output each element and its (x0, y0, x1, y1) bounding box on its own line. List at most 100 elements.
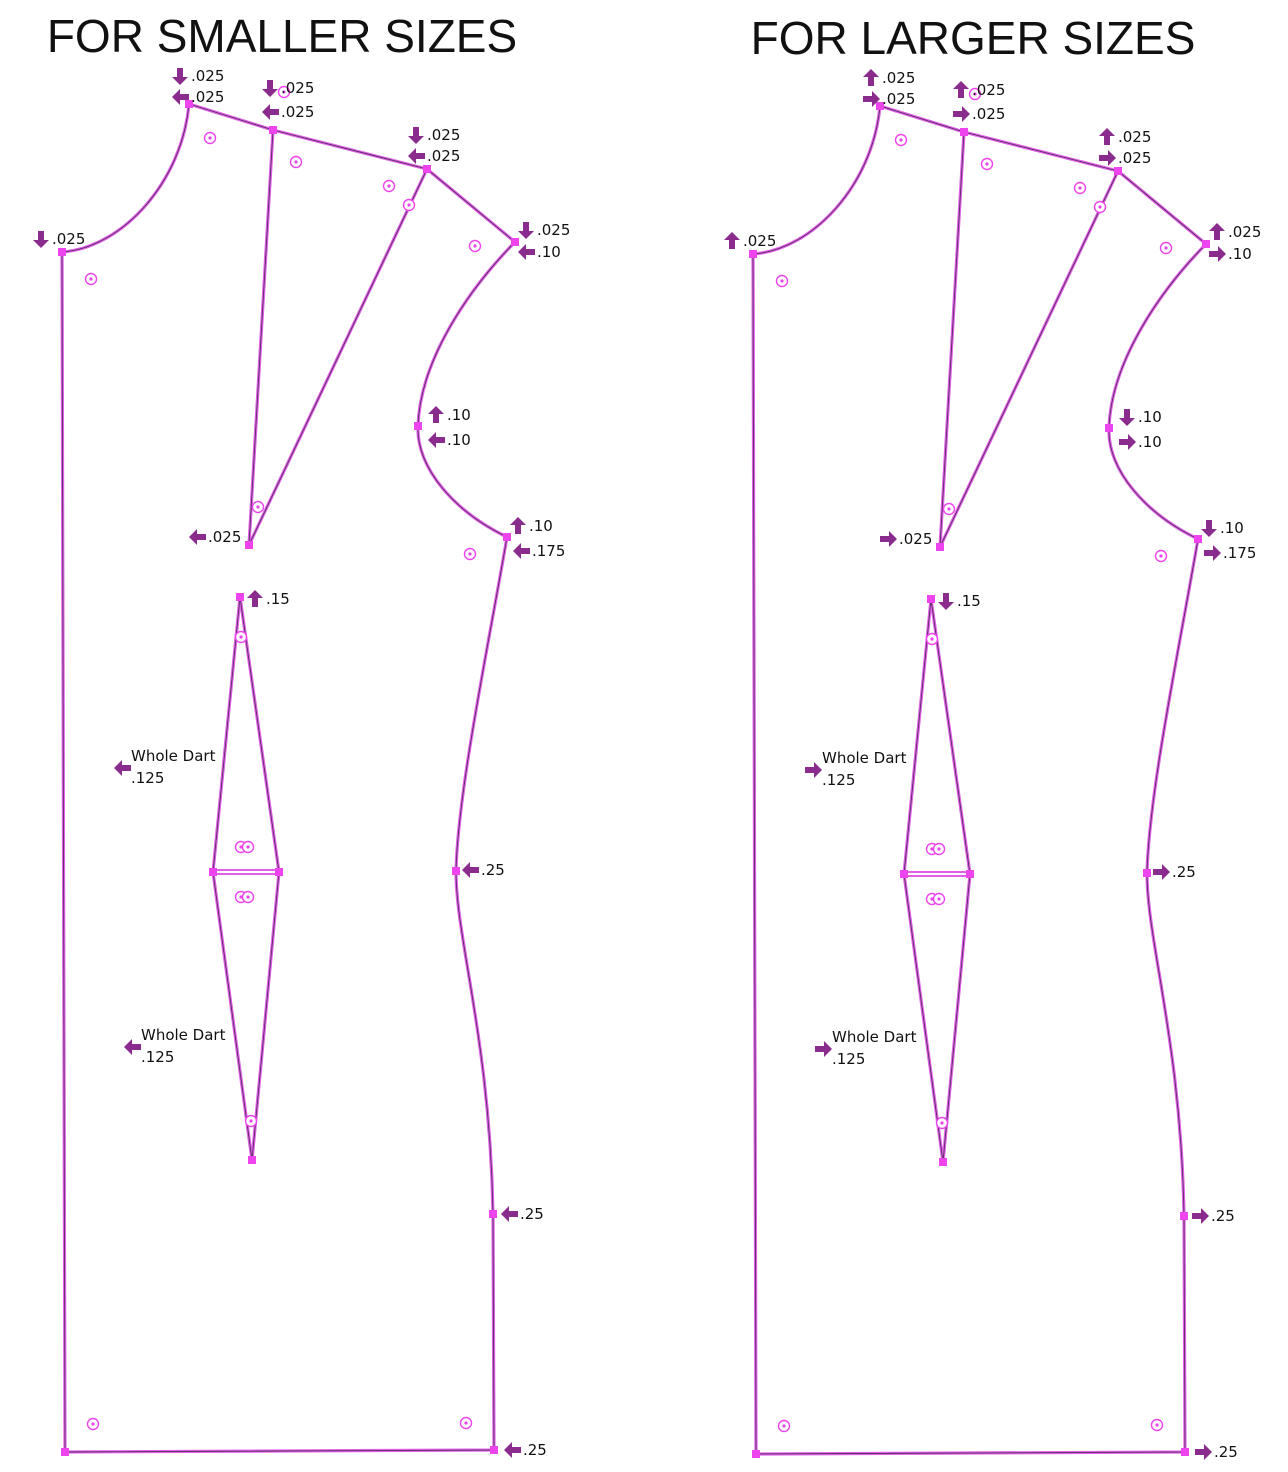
grade-label-hem: .25 (1195, 1443, 1238, 1461)
arrow-down-icon (262, 80, 278, 97)
grade-value: .025 (281, 79, 314, 97)
grade-value: .025 (427, 147, 460, 165)
grade-value: .175 (532, 542, 565, 560)
grade-label-shoulder-tip-v: .025 (1209, 223, 1261, 241)
dart-note-lower-dart: Whole Dart .125 (124, 1026, 226, 1066)
grade-value: .025 (537, 221, 570, 239)
grade-label-armhole-mid-h: .10 (1119, 433, 1162, 451)
waist-dart-inner (903, 598, 971, 1163)
marker-dot (239, 635, 243, 639)
grade-point (1181, 1448, 1189, 1456)
dart-note-title: Whole Dart (131, 747, 216, 765)
grade-label-hem: .25 (504, 1441, 547, 1459)
marker-dot (239, 845, 243, 849)
bodice-outline-inner (61, 103, 516, 1453)
grade-value: .10 (447, 406, 471, 424)
arrow-left-icon (114, 760, 131, 776)
marker-dot (387, 184, 391, 188)
arrow-up-icon (863, 69, 879, 86)
grade-value: .15 (957, 592, 981, 610)
grade-label-underarm-h: .175 (1204, 544, 1256, 562)
grade-value: .25 (1211, 1207, 1235, 1225)
grade-point (58, 248, 66, 256)
grade-label-dart-top-h: .025 (262, 103, 314, 121)
marker-dot (239, 895, 243, 899)
arrow-left-icon (262, 104, 279, 120)
bodice-outline-inner (752, 105, 1207, 1455)
marker-dot (937, 847, 941, 851)
grade-label-waist: .25 (1153, 863, 1196, 881)
grade-label-waist-dart-top: .15 (938, 592, 981, 610)
grade-label-dart-top-h: .025 (953, 105, 1005, 123)
arrow-down-icon (1201, 520, 1217, 537)
grade-value: .25 (1214, 1443, 1238, 1461)
marker-dot (899, 138, 903, 142)
grade-label-underarm-h: .175 (513, 542, 565, 560)
grade-value: .25 (481, 861, 505, 879)
grade-label-armhole-mid-v: .10 (428, 406, 471, 424)
arrow-right-icon (815, 1041, 832, 1057)
grade-point (423, 165, 431, 173)
waist-dart (211, 595, 281, 1162)
marker-dot (473, 244, 477, 248)
grade-point (1202, 240, 1210, 248)
arrow-right-icon (863, 91, 880, 107)
marker-dot (1159, 554, 1163, 558)
marker-dot (937, 897, 941, 901)
marker-dot (464, 1421, 468, 1425)
grade-point (248, 1156, 256, 1164)
grade-value: .025 (1228, 223, 1261, 241)
grade-label-center-front-neck: .025 (33, 230, 85, 248)
arrow-right-icon (953, 106, 970, 122)
grade-value: .025 (899, 530, 932, 548)
marker-dot (1078, 186, 1082, 190)
marker-dot (282, 90, 286, 94)
grade-label-dart-top-v: .025 (262, 79, 314, 97)
dart-note-title: Whole Dart (141, 1026, 226, 1044)
marker-dot (91, 1422, 95, 1426)
arrow-down-icon (1119, 409, 1135, 426)
arrow-right-icon (805, 762, 822, 778)
dart-note-upper-dart: Whole Dart.125 (805, 749, 907, 789)
dart-note-value: .125 (141, 1048, 174, 1066)
arrow-right-icon (1099, 150, 1116, 166)
marker-dot (1098, 205, 1102, 209)
arrow-up-icon (1099, 128, 1115, 145)
grade-value: .025 (208, 528, 241, 546)
grade-value: .15 (266, 590, 290, 608)
grade-point (1180, 1212, 1188, 1220)
grade-label-underarm-v: .10 (1201, 519, 1244, 537)
grade-value: .10 (529, 517, 553, 535)
arrow-down-icon (172, 68, 188, 85)
arrow-left-icon (189, 529, 206, 545)
grade-point (939, 1158, 947, 1166)
grade-point (236, 593, 244, 601)
arrow-up-icon (724, 232, 740, 249)
arrow-left-icon (513, 543, 530, 559)
grade-label-hip: .25 (1192, 1207, 1235, 1225)
dart-note-value: .125 (131, 769, 164, 787)
grade-label-neck-side-h: .025 (863, 90, 915, 108)
panel-title: FOR SMALLER SIZES (47, 10, 517, 62)
marker-dot (930, 847, 934, 851)
arrow-down-icon (408, 127, 424, 144)
grade-value: .025 (191, 88, 224, 106)
marker-dot (294, 160, 298, 164)
grade-point (185, 100, 193, 108)
grade-label-waist-dart-top: .15 (247, 590, 290, 608)
dart-note-upper-dart: Whole Dart .125 (114, 747, 216, 787)
grade-point (749, 250, 757, 258)
marker-dot (780, 279, 784, 283)
arrow-left-icon (408, 148, 425, 164)
dart-note-title: Whole Dart (832, 1028, 917, 1046)
grade-label-dart-top-v: .025 (953, 81, 1005, 99)
grade-label-shoulder-tip-h: .10 (518, 243, 561, 261)
grade-point (927, 595, 935, 603)
arrow-left-icon (428, 432, 445, 448)
grade-value: .025 (1118, 128, 1151, 146)
grade-label-neck-side-v: .025 (863, 69, 915, 87)
grade-point (966, 870, 974, 878)
grade-value: .10 (1220, 519, 1244, 537)
arrow-right-icon (1153, 864, 1170, 880)
